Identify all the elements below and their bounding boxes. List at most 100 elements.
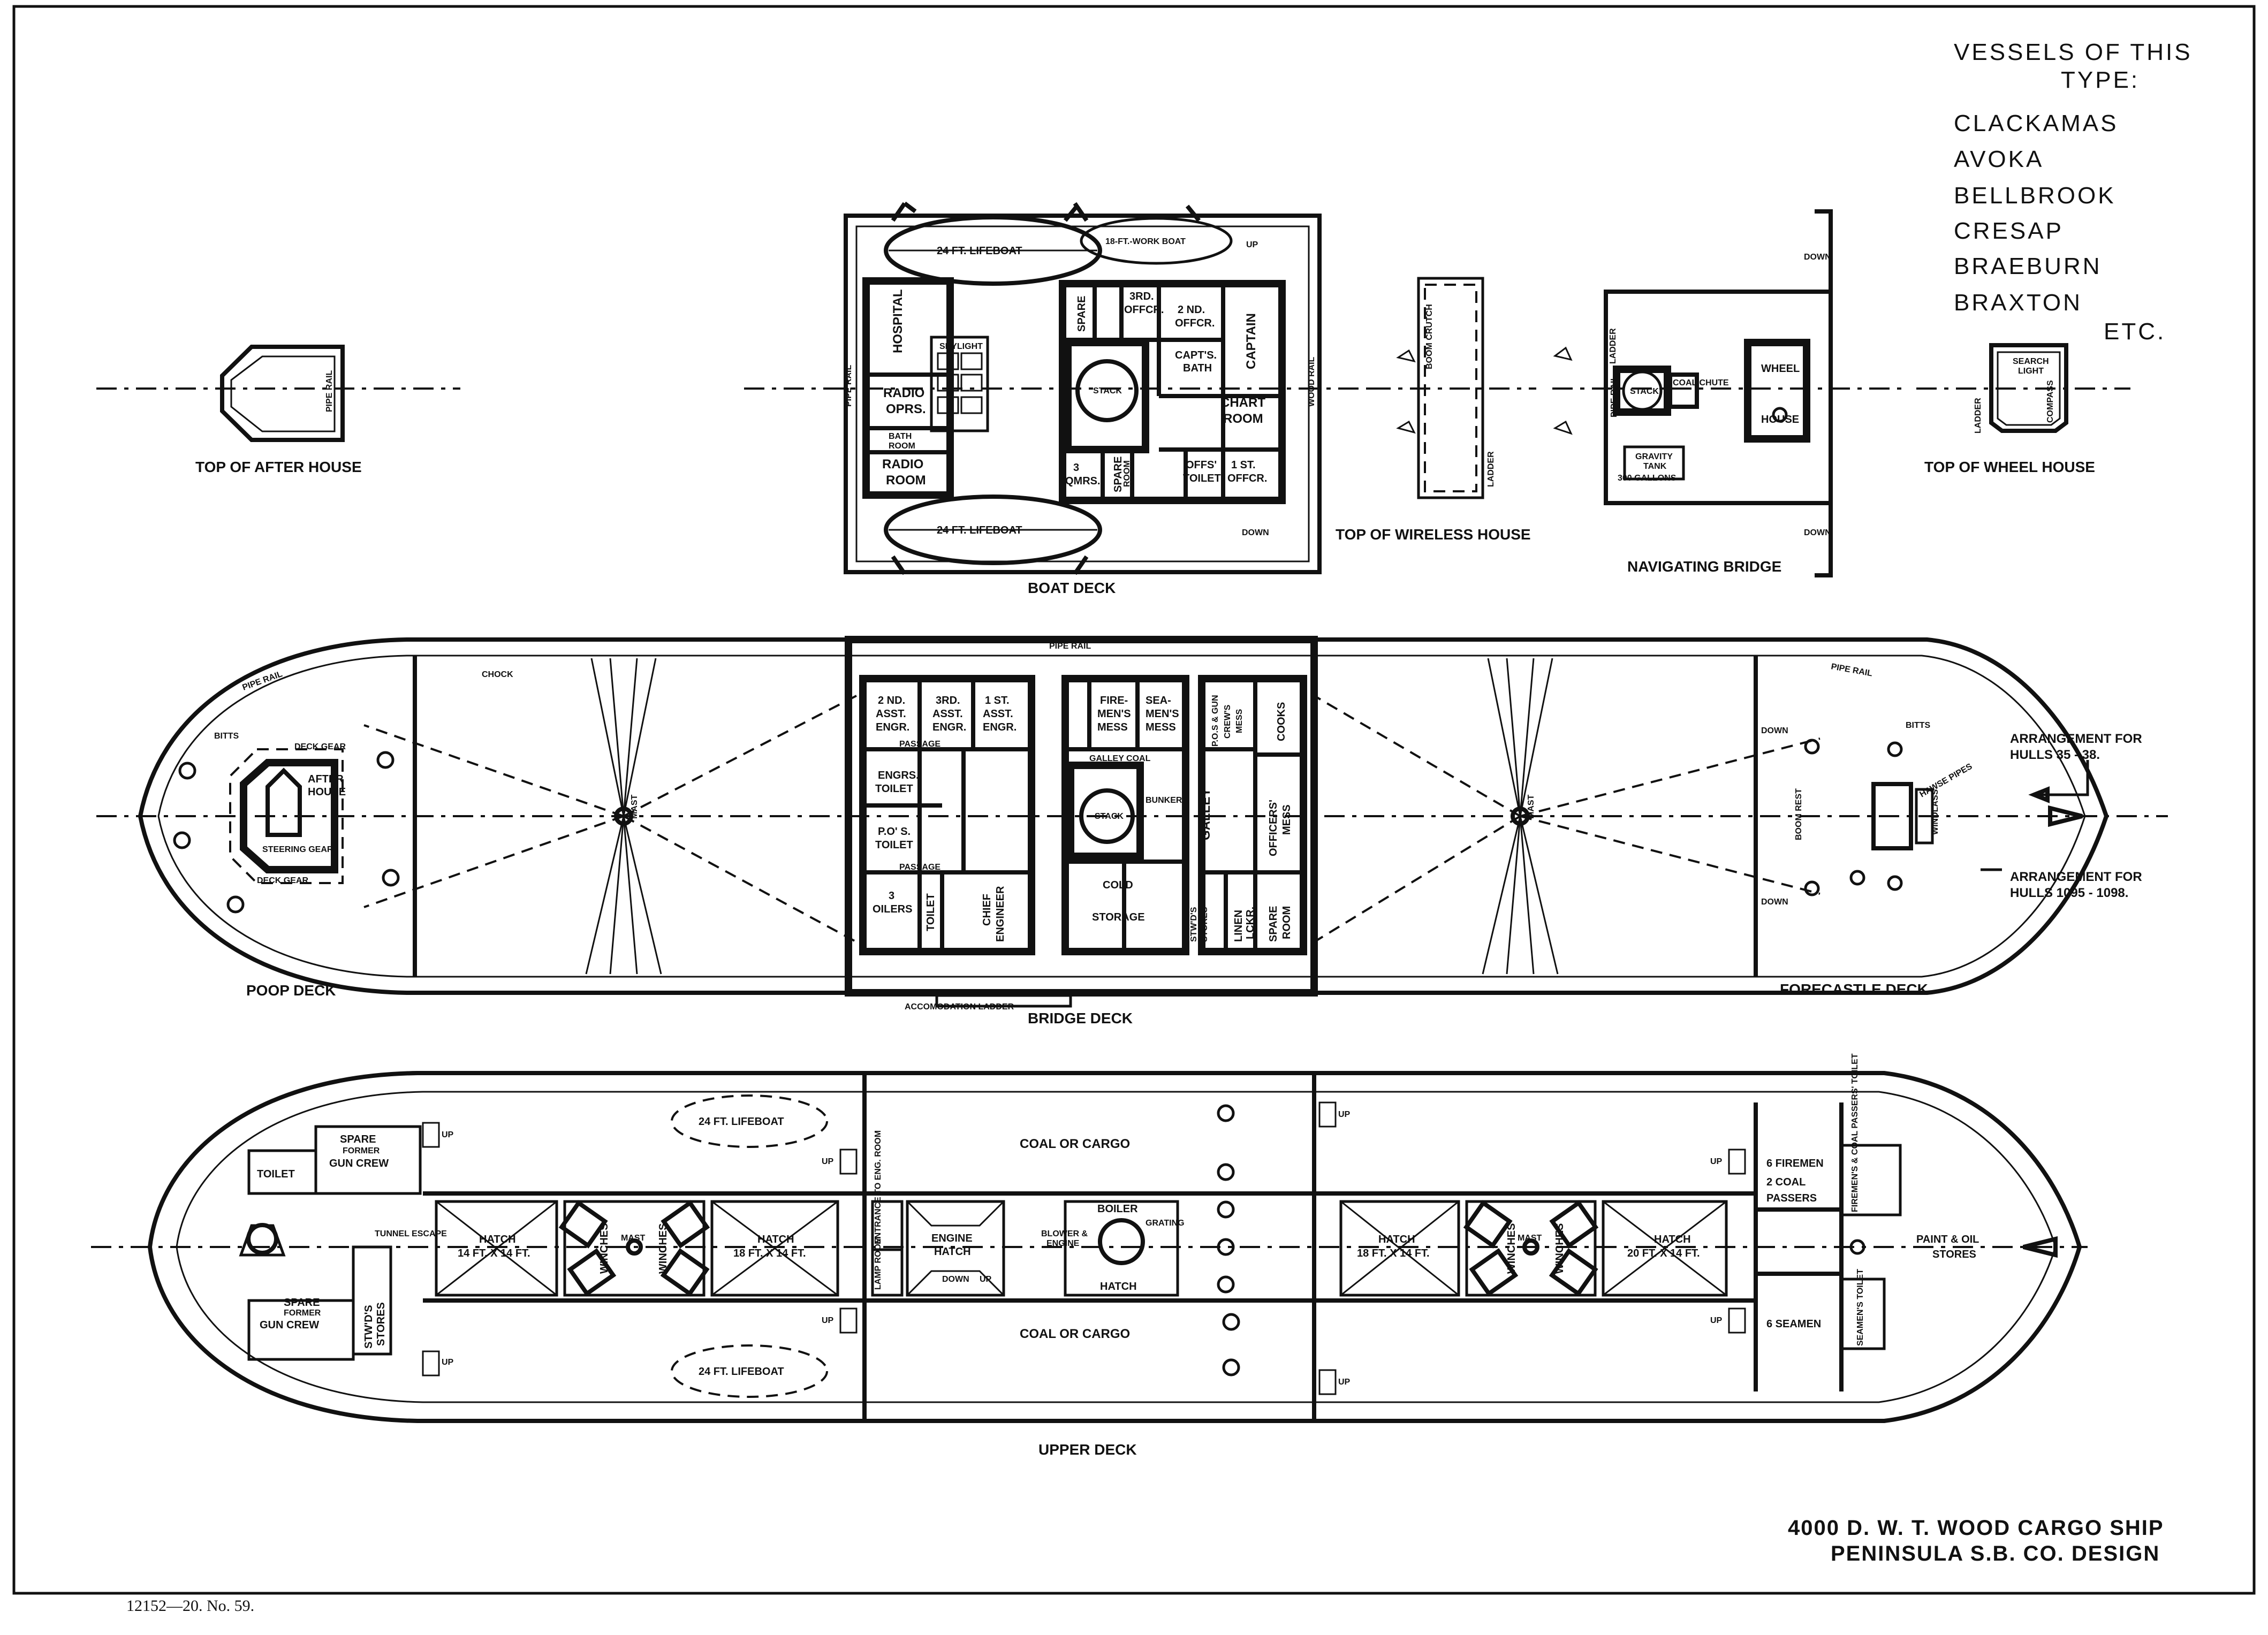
hatch-label: HATCH (1378, 1234, 1415, 1245)
windlass (1871, 782, 1913, 850)
upper-hull-outline (147, 1071, 2082, 1423)
room-label: SPARE (284, 1297, 320, 1309)
wood-rail-label: WOOD RAIL (1307, 356, 1316, 407)
boat-deck-view: 24 FT. LIFEBOAT 18-FT.-WORK BOAT 24 FT. … (744, 201, 1370, 596)
gravity-tank-label: TANK (1643, 462, 1667, 471)
after-house-top-title: TOP OF AFTER HOUSE (195, 459, 362, 475)
toilet-label: TOILET (257, 1168, 295, 1180)
navigating-bridge-view: WHEEL HOUSE STACK COAL CHUTE GRAVITY TAN… (1552, 209, 1906, 577)
engine-hatch-label: ENGINE (931, 1233, 973, 1244)
ladder-label: LADDER (1486, 451, 1496, 487)
pipe-rail-label: PIPE RAIL (1610, 376, 1619, 417)
lifeboat-label: 24 FT. LIFEBOAT (699, 1366, 784, 1378)
ladder-label: LADDER (1974, 398, 1983, 434)
gravity-tank (1623, 445, 1685, 481)
hatch-label: HATCH (757, 1234, 794, 1245)
compass-label: COMPASS (2046, 380, 2055, 423)
room-label: ENGR. (983, 721, 1017, 733)
search-light-label: LIGHT (2018, 367, 2044, 376)
plate-number: 12152—20. No. 59. (126, 1597, 254, 1615)
arrangement-note: HULLS 1095 - 1098. (2010, 886, 2128, 900)
room-label: MESS (1235, 709, 1244, 733)
stack (1622, 370, 1663, 411)
hatch-size: 14 FT. X 14 FT. (458, 1248, 530, 1259)
wheel-house-top-view: SEARCH LIGHT COMPASS LADDER TOP OF WHEEL… (1916, 343, 2130, 475)
chart-room-label: ROOM (1223, 412, 1263, 426)
stack-label: STACK (1093, 386, 1122, 396)
vessels-heading-line2: TYPE: (2061, 67, 2140, 93)
drawing-title-line1: 4000 D. W. T. WOOD CARGO SHIP (1788, 1516, 2164, 1540)
room-label: LCKR. (1245, 907, 1256, 939)
seamens-toilet-label: SEAMEN'S TOILET (1856, 1269, 1865, 1346)
room-label: MEN'S (1146, 708, 1179, 720)
wheel-house-label: WHEEL (1761, 363, 1800, 375)
offs-toilet-label: TOILET (1183, 473, 1221, 484)
winches-label: WINCHES (657, 1223, 669, 1274)
first-offcr-label: 1 ST. (1231, 459, 1256, 471)
third-offcr-label: OFFCR. (1124, 304, 1164, 316)
room-label: OFFICERS' (1268, 800, 1279, 856)
down-label: DOWN (1761, 898, 1788, 907)
crew-label: PASSERS (1766, 1192, 1817, 1204)
room-label: ROOM (1281, 906, 1293, 939)
up-label: UP (822, 1316, 834, 1325)
room-label: CHIEF (981, 894, 993, 926)
hatch-2: HATCH 18 FT. X 14 FT. (710, 1200, 839, 1297)
top-of-after-house-view: PIPE RAIL TOP OF AFTER HOUSE (96, 345, 460, 475)
deck-gear-label: DECK GEAR (257, 876, 308, 885)
radio-room-label: ROOM (886, 473, 926, 488)
spare-room-label: ROOM (1122, 460, 1132, 487)
down-label: DOWN (1804, 253, 1831, 262)
room-label: TOILET (875, 839, 913, 851)
capts-bath-label: BATH (1183, 362, 1212, 374)
room-label: GUN CREW (260, 1319, 319, 1331)
crew-label: 6 FIREMEN (1766, 1158, 1824, 1169)
spare-gun-crew-top (314, 1125, 422, 1195)
paint-oil-label: STORES (1932, 1249, 1976, 1260)
wheel-house-top-title: TOP OF WHEEL HOUSE (1924, 459, 2095, 475)
three-qmrs-label: 3 (1073, 462, 1079, 474)
gravity-tank-label: 300 GALLONS (1618, 474, 1677, 483)
skylight (930, 336, 989, 432)
stack-label: STACK (1095, 812, 1124, 821)
room-label: MESS (1097, 721, 1128, 733)
captain-label: CAPTAIN (1244, 313, 1258, 369)
chock-label: CHOCK (482, 670, 513, 679)
work-boat (1080, 217, 1233, 265)
mast-label: MAST (1527, 794, 1536, 819)
room-label: ASST. (932, 708, 963, 720)
vessel-name: CRESAP (1954, 218, 2064, 244)
skylight-label: SKYLIGHT (939, 342, 983, 351)
up-label: UP (442, 1358, 454, 1367)
bath-room-label: BATH (889, 432, 912, 441)
engineers-quarters (859, 675, 1035, 955)
vessels-etc: ETC. (2104, 318, 2166, 345)
room-label: MESS (1281, 804, 1293, 835)
stack-casing (1613, 366, 1671, 416)
second-offcr-label: OFFCR. (1175, 317, 1215, 329)
pipe-rail-label: PIPE RAIL (844, 365, 853, 407)
lifeboat-top (884, 215, 1102, 286)
down-label: DOWN (1804, 528, 1831, 537)
windlass-label: WINDLASS (1931, 789, 1940, 835)
vessel-name: AVOKA (1954, 146, 2044, 172)
down-label: DOWN (1761, 726, 1788, 735)
officers-block (1198, 675, 1307, 955)
hatch-label: HATCH (479, 1234, 516, 1245)
ladder-label: LADDER (1609, 328, 1618, 364)
bath-room-label: ROOM (889, 442, 915, 451)
engine-hatch-label: HATCH (934, 1246, 971, 1258)
wheel-house-label: HOUSE (1761, 414, 1799, 425)
sheet-border (12, 5, 2256, 1595)
blower-label: ENGINE (1046, 1239, 1080, 1248)
room-label: FORMER (343, 1146, 380, 1155)
third-offcr-label: 3RD. (1129, 291, 1154, 302)
arrangement-note: ARRANGEMENT FOR (2010, 732, 2142, 746)
hatch-4: HATCH 20 FT. X 14 FT. (1602, 1200, 1728, 1297)
room-label: 3 (889, 890, 894, 902)
hatch-size: 18 FT. X 14 FT. (1357, 1248, 1430, 1259)
lifeboat-bottom (884, 495, 1102, 565)
upper-deck-title: UPPER DECK (1038, 1441, 1137, 1458)
three-qmrs-label: QMRS. (1065, 475, 1101, 487)
grating-label: GRATING (1146, 1219, 1185, 1228)
